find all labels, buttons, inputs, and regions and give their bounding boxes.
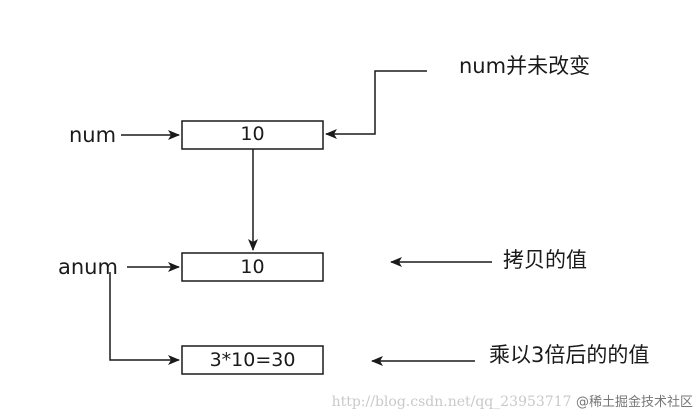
watermark: http://blog.csdn.net/qq_23953717 @稀土掘金技术… bbox=[332, 391, 693, 410]
anum-result-connector bbox=[109, 272, 180, 365]
unchanged-connector bbox=[325, 70, 427, 139]
copy-value-box bbox=[181, 252, 324, 282]
watermark-url: http://blog.csdn.net/qq_23953717 bbox=[331, 394, 572, 410]
result-value-box bbox=[181, 345, 324, 375]
result-value-text: 3*10=30 bbox=[209, 349, 296, 371]
num-variable-label: num bbox=[69, 123, 117, 147]
num-value-text: 10 bbox=[240, 123, 265, 145]
anum-variable-label: anum bbox=[58, 255, 118, 279]
unchanged-note: num并未改变 bbox=[459, 54, 591, 78]
num-value-box bbox=[181, 120, 324, 150]
copy-value-text: 10 bbox=[240, 256, 265, 278]
multiplied-note: 乘以3倍后的的值 bbox=[489, 343, 650, 367]
copied-note: 拷贝的值 bbox=[503, 248, 587, 272]
watermark-site: @稀土掘金技术社区 bbox=[575, 395, 693, 410]
